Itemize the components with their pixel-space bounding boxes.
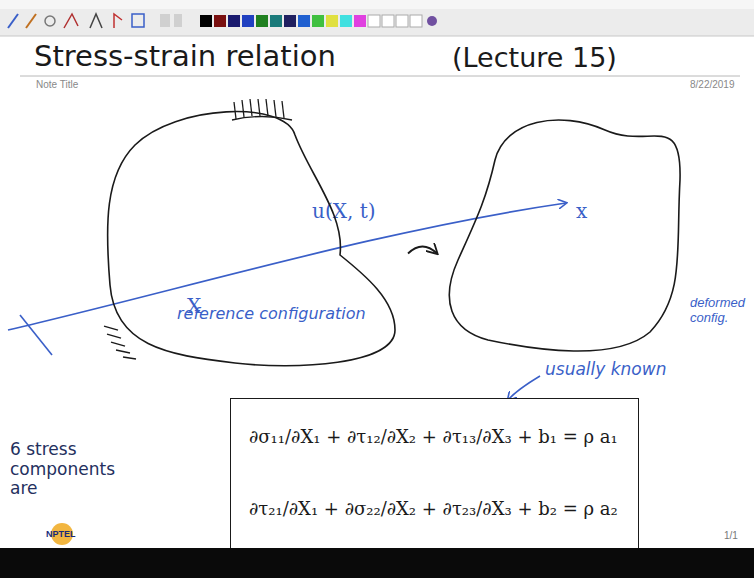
displacement-vector bbox=[8, 203, 566, 330]
outline bbox=[440, 100, 685, 360]
position-vector: x bbox=[576, 200, 587, 223]
side-note: 6 stress components are bbox=[10, 440, 102, 499]
lecture-number: (Lecture 15) bbox=[452, 42, 617, 73]
equation: ∂τ₂₁/∂X₁ + ∂σ₂₂/∂X₂ + ∂τ₂₃/∂X₃ + b₂ = ρ … bbox=[249, 499, 618, 520]
body-label: deformed config. bbox=[690, 296, 748, 326]
page-number: 1/1 bbox=[724, 530, 738, 542]
rule-line bbox=[20, 76, 740, 77]
logo-text: NPTEL bbox=[46, 529, 76, 539]
toolbar-icons bbox=[8, 14, 437, 28]
deformation-arrow bbox=[408, 247, 437, 254]
leader-line bbox=[508, 376, 540, 400]
page-title: Stress-strain relation bbox=[34, 40, 336, 73]
equation: ∂σ₁₁/∂X₁ + ∂τ₁₂/∂X₂ + ∂τ₁₃/∂X₃ + b₁ = ρ … bbox=[249, 427, 618, 448]
toolbar bbox=[0, 0, 754, 36]
annotation: usually known bbox=[545, 360, 666, 380]
reference-body: Xreference configuration bbox=[95, 105, 405, 375]
date-stamp: 8/22/2019 bbox=[690, 79, 735, 91]
outline bbox=[95, 105, 405, 375]
window-bar bbox=[0, 548, 754, 578]
deformed-body: xdeformed config. bbox=[440, 100, 685, 360]
note-title: Note Title bbox=[36, 79, 78, 91]
body-label: reference configuration bbox=[177, 305, 366, 323]
equation-box: ∂σ₁₁/∂X₁ + ∂τ₁₂/∂X₂ + ∂τ₁₃/∂X₃ + b₁ = ρ … bbox=[230, 398, 639, 548]
vector-label: u(X, t) bbox=[312, 200, 375, 223]
